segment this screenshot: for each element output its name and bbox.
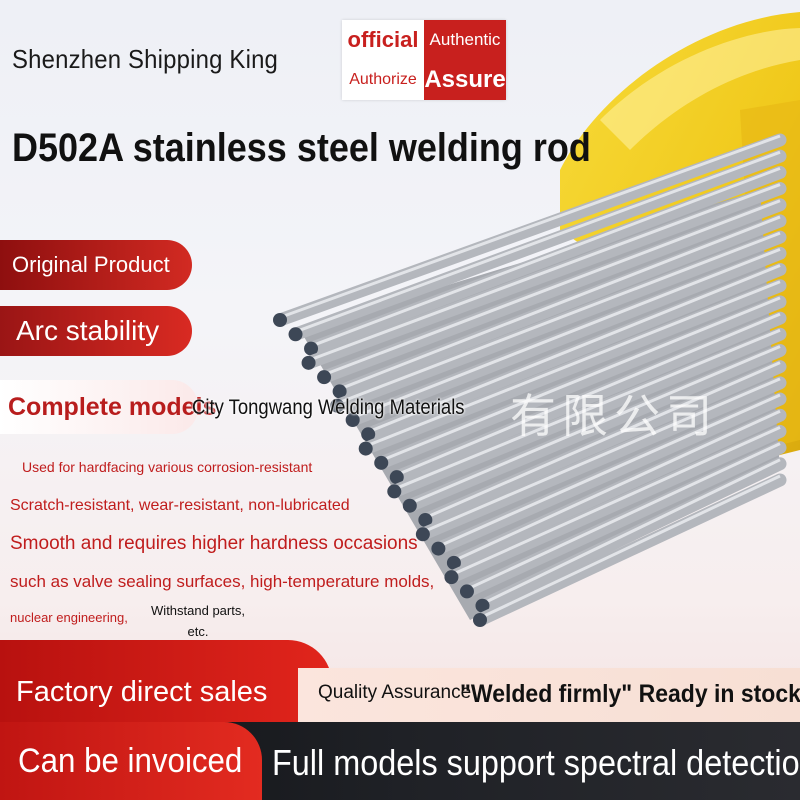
- rod-highlight: [454, 426, 781, 575]
- rod-highlight: [343, 215, 781, 389]
- rod-tip: [288, 327, 303, 342]
- welding-rod: [403, 343, 787, 513]
- welding-rod: [447, 408, 787, 570]
- rod-tip: [475, 598, 490, 613]
- rod-highlight: [428, 361, 781, 518]
- welding-rod: [302, 182, 787, 370]
- badge-authentic: Authentic: [424, 20, 506, 60]
- rod-tip: [358, 441, 373, 456]
- rod-tip: [418, 513, 433, 527]
- welding-rod: [304, 165, 787, 356]
- rod-highlight: [397, 328, 781, 489]
- description-line-2: Scratch-resistant, wear-resistant, non-l…: [10, 497, 350, 514]
- rod-tip: [273, 313, 287, 327]
- rod-tip: [301, 355, 316, 370]
- welding-rod: [418, 360, 787, 527]
- welding-rod: [346, 246, 787, 427]
- welding-rod: [387, 327, 787, 498]
- quality-banner: [298, 668, 800, 722]
- factory-banner: [0, 640, 332, 722]
- rod-highlight: [369, 280, 781, 446]
- rod-highlight: [371, 264, 781, 432]
- welding-rod: [444, 424, 787, 584]
- rod-tip: [317, 370, 332, 385]
- etc-text: etc.: [187, 624, 209, 639]
- welding-rod: [289, 149, 787, 341]
- quality-assurance: Quality Assurance: [318, 682, 472, 703]
- rod-tip: [444, 570, 459, 585]
- withstand-text: Withstand parts,: [151, 603, 245, 618]
- rod-highlight: [457, 409, 781, 561]
- shop-name: Shenzhen Shipping King: [12, 44, 279, 74]
- welding-rod: [460, 441, 787, 598]
- rod-tip: [446, 555, 461, 570]
- rod-highlight: [483, 474, 781, 618]
- can-be-invoiced: Can be invoiced: [18, 742, 243, 780]
- withstand-note: Withstand parts, etc.: [148, 600, 248, 642]
- rod-highlight: [413, 345, 781, 504]
- product-title: D502A stainless steel welding rod: [12, 126, 591, 170]
- invoice-banner: [0, 722, 262, 800]
- rod-tip: [473, 613, 487, 627]
- rod-highlight: [327, 199, 781, 375]
- welded-firmly: "Welded firmly" Ready in stock: [460, 680, 800, 708]
- welding-rod: [317, 198, 787, 384]
- welding-rod: [374, 295, 787, 470]
- feature-original-label: Original Product: [12, 252, 170, 277]
- rod-highlight: [426, 377, 781, 532]
- rod-tip: [387, 484, 402, 499]
- welding-rod: [361, 263, 787, 441]
- factory-direct-sales: Factory direct sales: [16, 676, 268, 708]
- rod-tip: [332, 384, 347, 399]
- rod-highlight: [340, 231, 781, 404]
- spectral-detection: Full models support spectral detection: [272, 742, 800, 783]
- feature-complete-label: Complete models: [8, 392, 217, 421]
- welding-rod: [359, 279, 787, 456]
- watermark-company: City Tongwang Welding Materials: [192, 396, 465, 419]
- rod-highlight: [400, 312, 781, 475]
- welding-rod: [416, 376, 787, 541]
- rod-highlight: [470, 442, 781, 589]
- rod-tip: [431, 541, 446, 556]
- rod-highlight: [299, 150, 781, 332]
- feature-arc-label: Arc stability: [16, 315, 160, 346]
- badge-assure: Assure: [424, 60, 506, 100]
- rod-highlight: [384, 296, 781, 461]
- rod-tip: [374, 455, 389, 470]
- rod-tip: [304, 341, 319, 356]
- rod-tip: [361, 427, 376, 442]
- feature-original-product: Original Product: [0, 240, 192, 290]
- badge-authorize: Authorize: [349, 71, 417, 88]
- welding-rod: [273, 133, 787, 327]
- rod-highlight: [441, 393, 781, 546]
- description-line-1: Used for hardfacing various corrosion-re…: [22, 459, 313, 475]
- feature-arc-stability: Arc stability: [0, 306, 192, 356]
- welding-rod: [431, 392, 787, 556]
- rod-highlight: [356, 247, 781, 418]
- welding-rod: [475, 457, 787, 613]
- rod-tip: [330, 398, 345, 413]
- rod-highlight: [312, 183, 781, 361]
- feature-complete-models: Complete models: [0, 380, 216, 434]
- rod-tip: [345, 413, 360, 427]
- welding-rod: [330, 230, 787, 413]
- description-line-4: such as valve sealing surfaces, high-tem…: [10, 572, 435, 591]
- welding-rod: [390, 311, 787, 484]
- rod-tip: [402, 498, 417, 513]
- authentic-badge: official Authentic Authorize Assure: [342, 20, 506, 100]
- rods-group: [273, 133, 787, 627]
- rod-highlight: [314, 166, 781, 346]
- welding-rod: [333, 214, 787, 398]
- welding-rod: [473, 473, 787, 627]
- rod-highlight: [283, 134, 781, 318]
- rod-tip: [415, 527, 430, 542]
- description-line-5: nuclear engineering,: [10, 610, 128, 625]
- description-line-3: Smooth and requires higher hardness occa…: [10, 533, 418, 554]
- rod-highlight: [485, 458, 781, 604]
- rod-tip: [459, 584, 474, 599]
- watermark-cjk: 有限公司: [510, 389, 718, 443]
- rod-tip: [389, 470, 404, 485]
- badge-official: official: [347, 27, 419, 52]
